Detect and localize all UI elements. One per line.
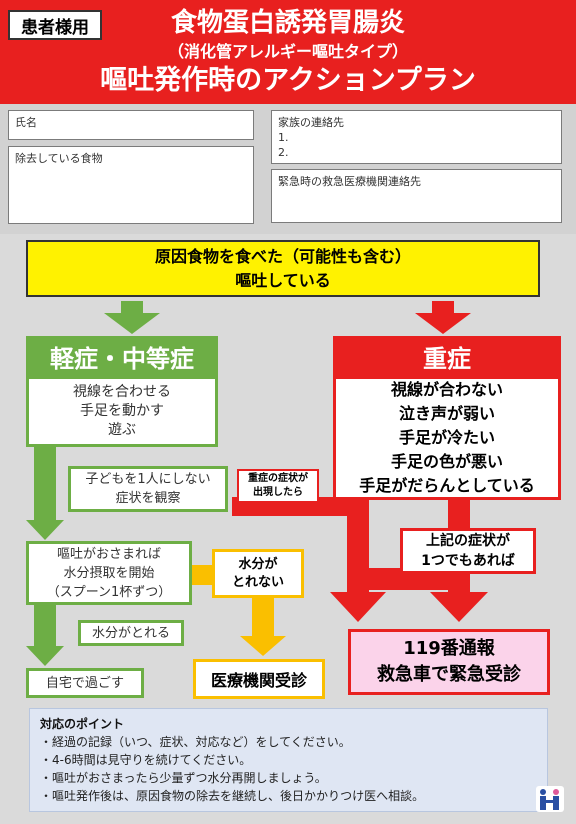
red-arrow-right-head <box>430 592 488 622</box>
severe-symptom: 手足の色が悪い <box>390 452 503 471</box>
green-spine-1 <box>34 446 56 520</box>
removed-food-field[interactable]: 除去している食物 <box>8 146 254 224</box>
mild-symptom: 手足を動かす <box>80 403 164 419</box>
title-action-plan: 嘔吐発作時のアクションプラン <box>100 65 476 96</box>
call-119-box: 119番通報 救急車で緊急受診 <box>348 629 550 695</box>
trigger-line1: 原因食物を食べた（可能性も含む） <box>154 246 411 266</box>
key-points-title: 対応のポイント <box>40 717 125 731</box>
red-left-down <box>347 478 369 592</box>
arrow-to-severe <box>415 301 471 334</box>
if-severe-line: 重症の症状が <box>248 473 308 484</box>
emergency-contact-field[interactable]: 緊急時の救急医療機関連絡先 <box>271 169 562 223</box>
family-contact-2: 2. <box>278 146 289 159</box>
mild-symptom: 視線を合わせる <box>73 384 171 400</box>
observe-box: 子どもを1人にしない 症状を観察 <box>68 466 228 512</box>
if-any-line: 上記の症状が <box>426 533 510 549</box>
trigger-line2: 嘔吐している <box>235 270 331 290</box>
emergency-contact-label: 緊急時の救急医療機関連絡先 <box>278 175 421 188</box>
hydrate-line: （スプーン1杯ずつ） <box>46 584 172 600</box>
hydrate-box: 嘔吐がおさまれば 水分摂取を開始 （スプーン1杯ずつ） <box>26 541 192 605</box>
patient-tag: 患者様用 <box>8 10 102 40</box>
arrow-to-mild <box>104 301 160 334</box>
key-points-box: 対応のポイント ・経過の記録（いつ、症状、対応など）をしてください。 ・4-6時… <box>29 708 548 812</box>
key-point-item: ・嘔吐がおさまったら少量ずつ水分再開しましょう。 <box>40 771 327 785</box>
family-contact-field[interactable]: 家族の連絡先 1. 2. <box>271 110 562 164</box>
if-any-box: 上記の症状が 1つでもあれば <box>400 528 536 574</box>
mild-heading: 軽症・中等症 <box>26 336 218 376</box>
visit-clinic-box: 医療機関受診 <box>193 659 325 699</box>
if-severe-box: 重症の症状が 出現したら <box>237 469 319 503</box>
observe-line: 症状を観察 <box>115 491 181 506</box>
green-arrow-to-hydrate <box>26 520 64 540</box>
key-point-item: ・経過の記録（いつ、症状、対応など）をしてください。 <box>40 735 351 749</box>
if-severe-line: 出現したら <box>253 487 303 498</box>
severe-symptom: 手足が冷たい <box>398 428 495 447</box>
green-arrow-to-home <box>26 646 64 666</box>
hydrate-line: 嘔吐がおさまれば <box>56 546 161 562</box>
severe-symptom: 視線が合わない <box>390 380 503 399</box>
severe-symptom: 泣き声が弱い <box>398 404 495 423</box>
cannot-drink-box: 水分が とれない <box>212 549 304 598</box>
name-field[interactable]: 氏名 <box>8 110 254 140</box>
hydrate-line: 水分摂取を開始 <box>63 565 155 581</box>
red-arrow-left-head <box>330 592 386 622</box>
observe-line: 子どもを1人にしない <box>85 472 211 487</box>
severe-symptom: 手足がだらんとしている <box>359 476 535 495</box>
if-any-line: 1つでもあれば <box>421 553 515 569</box>
orange-connector <box>192 565 214 585</box>
cannot-drink-line: とれない <box>231 574 284 590</box>
family-contact-label: 家族の連絡先 <box>278 116 344 129</box>
stay-home-box: 自宅で過ごす <box>26 668 144 698</box>
green-spine-2 <box>34 604 56 646</box>
key-point-item: ・嘔吐発作後は、原因食物の除去を継続し、後日かかりつけ医へ相談。 <box>40 789 425 803</box>
cannot-drink-line: 水分が <box>238 556 278 572</box>
removed-food-label: 除去している食物 <box>15 152 103 165</box>
key-point-item: ・4-6時間は見守りを続けてください。 <box>40 753 252 767</box>
title-disease: 食物蛋白誘発胃腸炎 <box>170 8 405 38</box>
can-drink-box: 水分がとれる <box>78 620 184 646</box>
trigger-box: 原因食物を食べた（可能性も含む） 嘔吐している <box>26 240 540 297</box>
orange-down <box>252 598 274 636</box>
organization-logo-icon <box>536 786 564 812</box>
name-label: 氏名 <box>15 116 37 129</box>
family-contact-1: 1. <box>278 131 289 144</box>
mild-symptoms-box: 視線を合わせる 手足を動かす 遊ぶ <box>26 376 218 447</box>
severe-heading: 重症 <box>333 336 561 376</box>
severe-symptoms-box: 視線が合わない 泣き声が弱い 手足が冷たい 手足の色が悪い 手足がだらんとしてい… <box>333 376 561 500</box>
title-subtype: （消化管アレルギー嘔吐タイプ） <box>167 42 408 61</box>
orange-arrow-to-clinic <box>240 636 286 656</box>
call-119-line: 119番通報 <box>403 638 495 659</box>
call-119-line: 救急車で緊急受診 <box>377 664 521 685</box>
mild-symptom: 遊ぶ <box>108 422 136 438</box>
